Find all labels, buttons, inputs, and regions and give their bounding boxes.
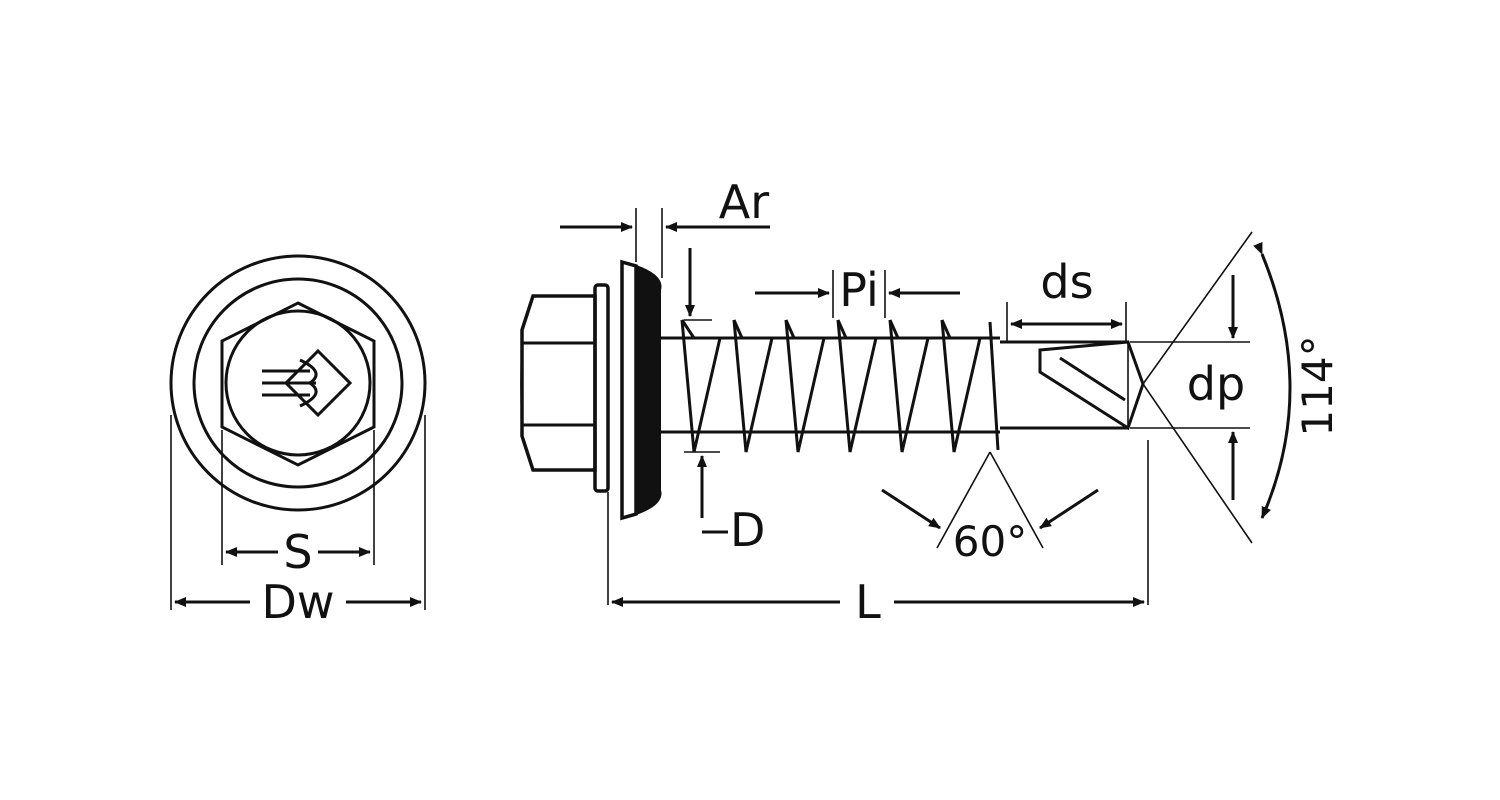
hex-head-outline (220, 301, 376, 467)
head-face-circle (224, 309, 372, 457)
angle-60-arrow-left (881, 488, 941, 530)
dimension-label-s: S (283, 525, 312, 579)
hex-head-side (520, 294, 597, 472)
dimension-label-d: D (730, 503, 765, 557)
thread-section (680, 319, 1000, 453)
head-flange (593, 283, 610, 493)
angle-label-60: 60° (953, 517, 1027, 566)
dimension-label-ar: Ar (719, 175, 769, 229)
dimension-label-dw: Dw (261, 575, 334, 629)
washer-inner-circle (192, 277, 404, 489)
metal-washer (620, 259, 638, 521)
dimension-label-dp: dp (1187, 357, 1245, 411)
dimension-label-ds: ds (1040, 255, 1093, 309)
dimension-label-l: L (855, 575, 881, 629)
angle-60-arrow-right (1039, 488, 1099, 530)
point-angle-arc (1253, 241, 1292, 519)
top-view: S Dw (169, 254, 427, 629)
drill-point (1000, 340, 1145, 431)
washer-outer-circle (169, 254, 427, 512)
dimension-label-pi: Pi (839, 263, 879, 317)
brand-logo-icon (262, 348, 353, 418)
angle-label-114: 114° (1293, 335, 1342, 436)
side-view: Ar Pi D ds dp 114° 6 (520, 175, 1342, 629)
rubber-gasket (635, 264, 662, 516)
